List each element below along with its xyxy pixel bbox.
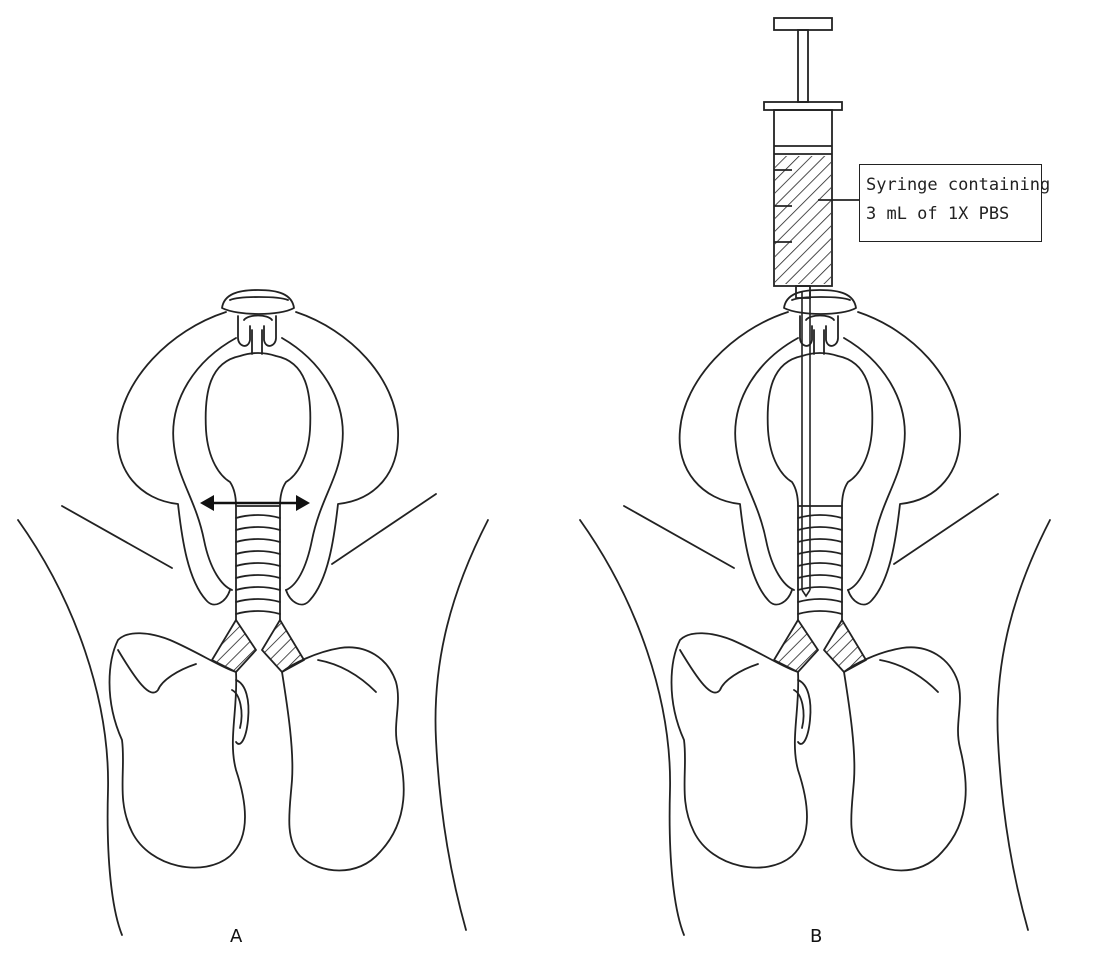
panel-a-anatomy xyxy=(18,290,488,935)
callout-line-2: 3 mL of 1X PBS xyxy=(866,200,1041,229)
syringe-needle xyxy=(802,292,810,596)
syringe-callout: Syringe containing 3 mL of 1X PBS xyxy=(859,164,1042,242)
callout-line-1: Syringe containing xyxy=(866,171,1041,200)
panel-b-anatomy xyxy=(580,290,1050,935)
double-arrow-icon xyxy=(200,495,310,511)
syringe xyxy=(764,18,859,298)
panel-label-b: B xyxy=(810,926,822,947)
panel-label-a: A xyxy=(230,926,242,947)
